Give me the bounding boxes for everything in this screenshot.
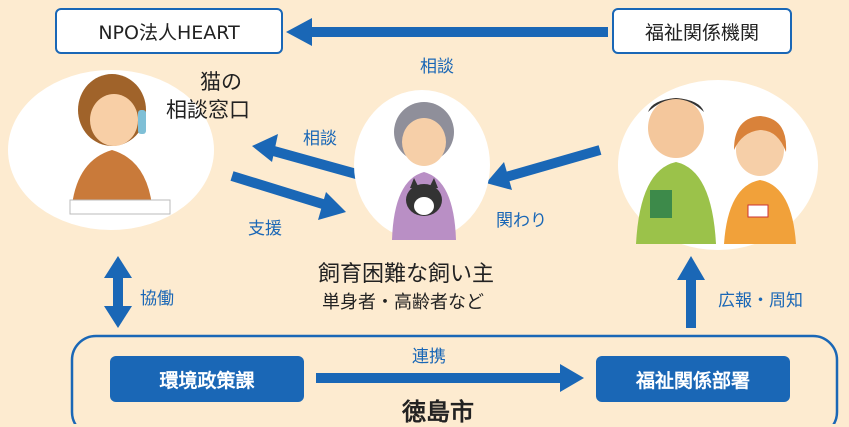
welfare-dept-label: 福祉関係部署 (635, 369, 750, 392)
edge-support: 支援 (248, 219, 282, 239)
edge-consult-left: 相談 (303, 129, 337, 149)
cat-consult-line1: 猫の (200, 70, 242, 94)
arrow-involve (486, 145, 602, 190)
edge-involve: 関わり (496, 211, 547, 231)
arrow-publicize (677, 256, 705, 328)
edge-liaison: 連携 (412, 347, 446, 367)
operator-illustration (69, 74, 171, 215)
edge-publicize: 広報・周知 (718, 291, 803, 311)
arrow-cooperate (104, 256, 132, 328)
staff-illustration (636, 98, 796, 244)
welfare-agency-node: 福祉関係機関 (612, 8, 792, 54)
city-label: 徳島市 (402, 398, 474, 426)
owner-subtitle: 単身者・高齢者など (322, 292, 484, 313)
arrow-support (230, 171, 346, 220)
welfare-agency-label: 福祉関係機関 (644, 21, 759, 44)
env-section-label: 環境政策課 (159, 369, 255, 392)
arrow-consult-left (252, 134, 362, 180)
owner-title: 飼育困難な飼い主 (318, 262, 495, 287)
welfare-dept-node: 福祉関係部署 (596, 356, 790, 402)
edge-cooperate: 協働 (140, 289, 174, 309)
cat-consult-line2: 相談窓口 (166, 98, 250, 122)
city-container (70, 334, 839, 424)
arrow-liaison (316, 364, 584, 392)
env-section-node: 環境政策課 (110, 356, 304, 402)
npo-label: NPO法人HEART (98, 21, 240, 44)
edge-consult-top: 相談 (420, 57, 454, 77)
npo-node: NPO法人HEART (55, 8, 283, 54)
arrow-consult-top (286, 18, 608, 46)
elderly-illustration (392, 102, 456, 240)
